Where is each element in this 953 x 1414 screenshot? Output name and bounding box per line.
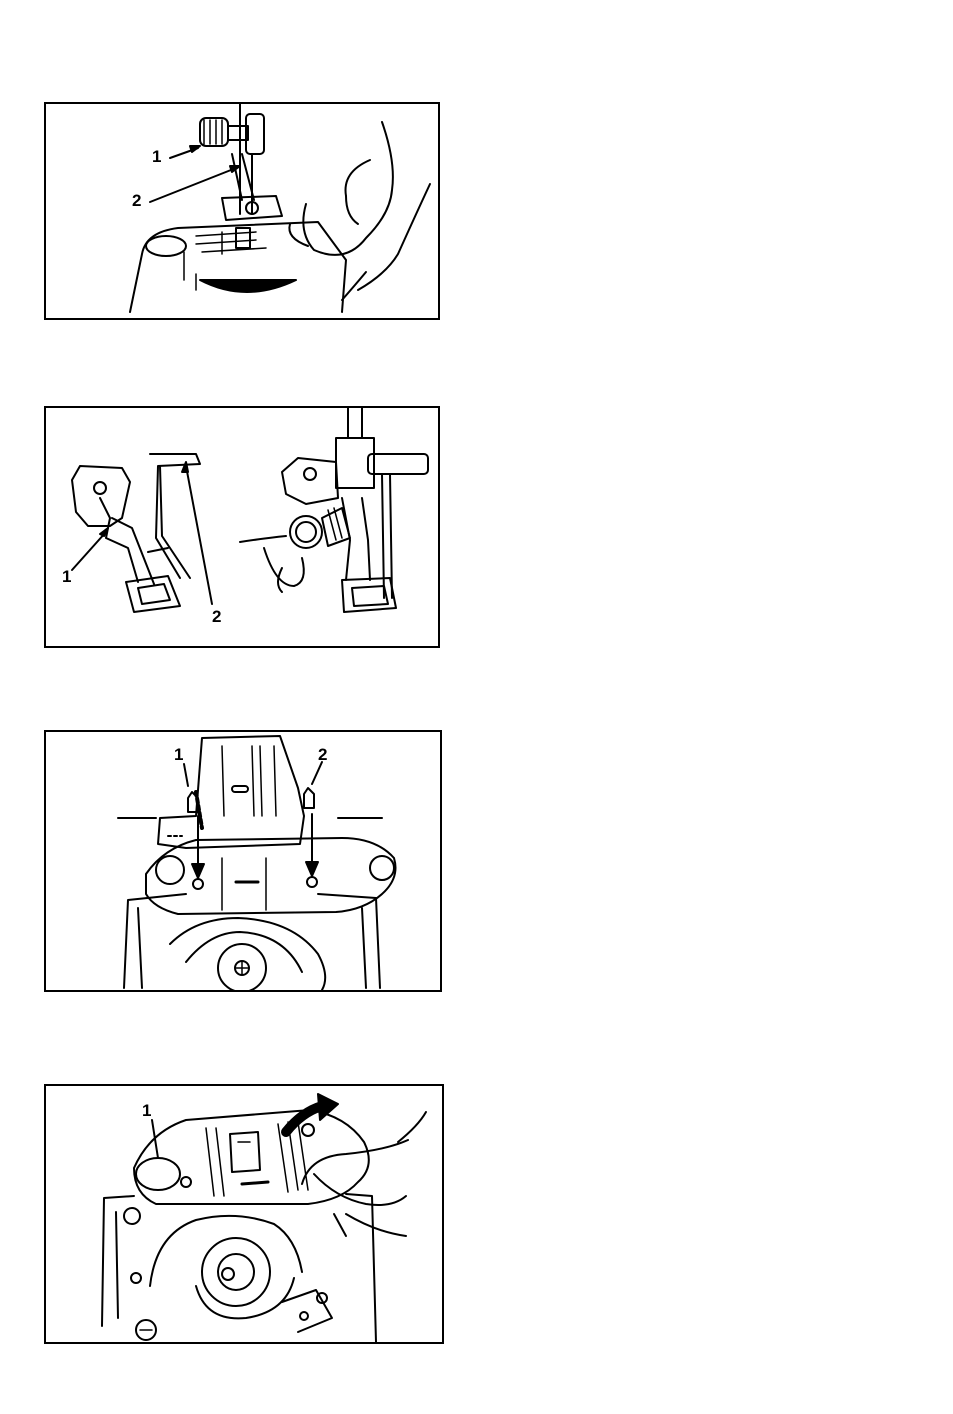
figure-3-illustration	[46, 732, 440, 990]
figure-4-needle-plate-removal: 1	[44, 1084, 444, 1344]
callout-label-1: 1	[62, 568, 71, 585]
figure-2-illustration	[46, 408, 438, 646]
callout-label-1: 1	[142, 1102, 151, 1119]
figure-1-illustration	[46, 104, 438, 318]
callout-label-2: 2	[132, 192, 141, 209]
callout-label-2: 2	[212, 608, 221, 625]
figure-2-presser-foot-attachment: 1 2	[44, 406, 440, 648]
callout-label-2: 2	[318, 746, 327, 763]
callout-label-1: 1	[152, 148, 161, 165]
figure-1-presser-foot-screw: 1 2	[44, 102, 440, 320]
callout-label-1: 1	[174, 746, 183, 763]
figure-3-needle-plate-pins: 1 2	[44, 730, 442, 992]
figure-4-illustration	[46, 1086, 442, 1342]
